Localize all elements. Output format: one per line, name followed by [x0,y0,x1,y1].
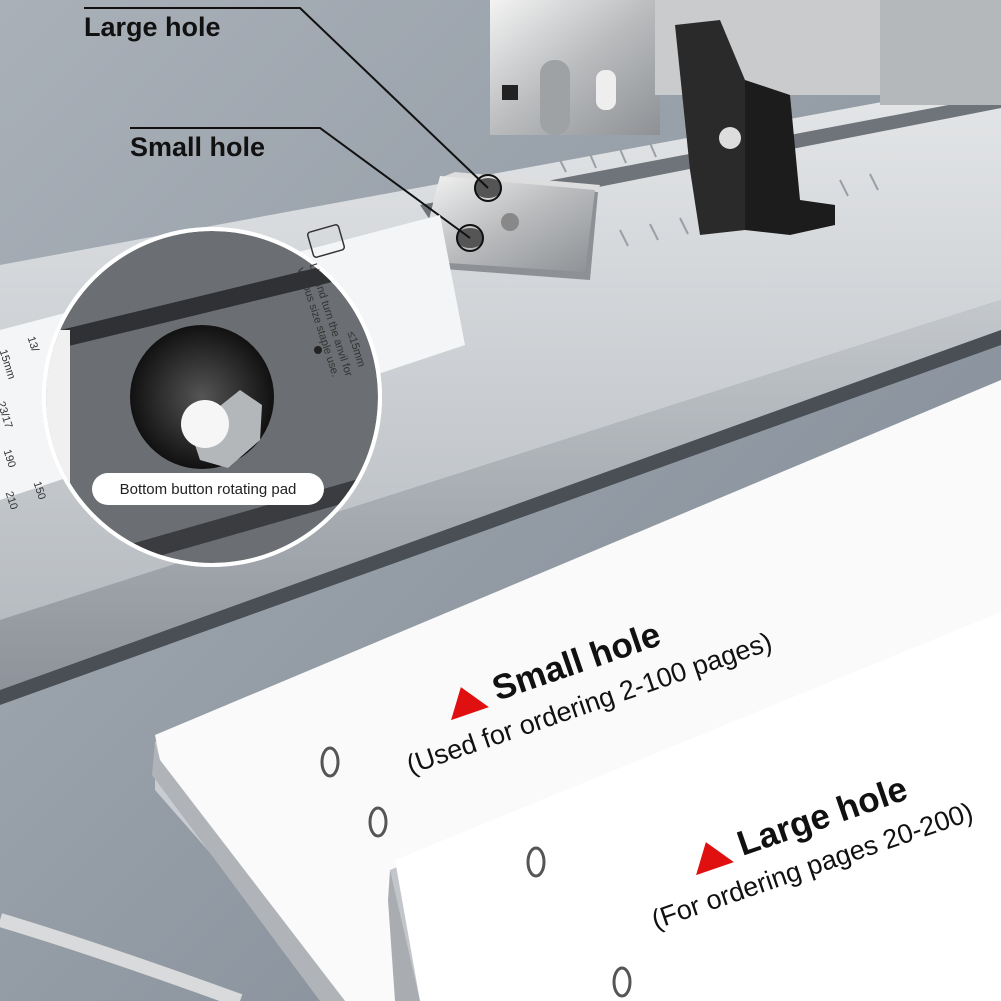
staple-large-1 [526,846,546,878]
red-arrow-icon [441,680,489,721]
stapler-head [490,0,1001,135]
paper-stack-large [388,612,1001,1001]
staple-small-1 [320,746,340,778]
red-arrow-icon [686,835,734,876]
paper-guide [675,20,835,235]
staple-small-2 [368,806,388,838]
small-hole-marker [456,224,484,252]
small-hole-label: Small hole [130,132,266,162]
pointer-lines [84,7,489,239]
staple-large-2 [612,966,632,998]
large-hole-label: Large hole [84,12,221,42]
anvil-plate [425,172,600,280]
desk-arc [0,913,243,1001]
rotating-pad-badge: Bottom button rotating pad [92,473,324,505]
large-hole-marker [474,174,502,202]
